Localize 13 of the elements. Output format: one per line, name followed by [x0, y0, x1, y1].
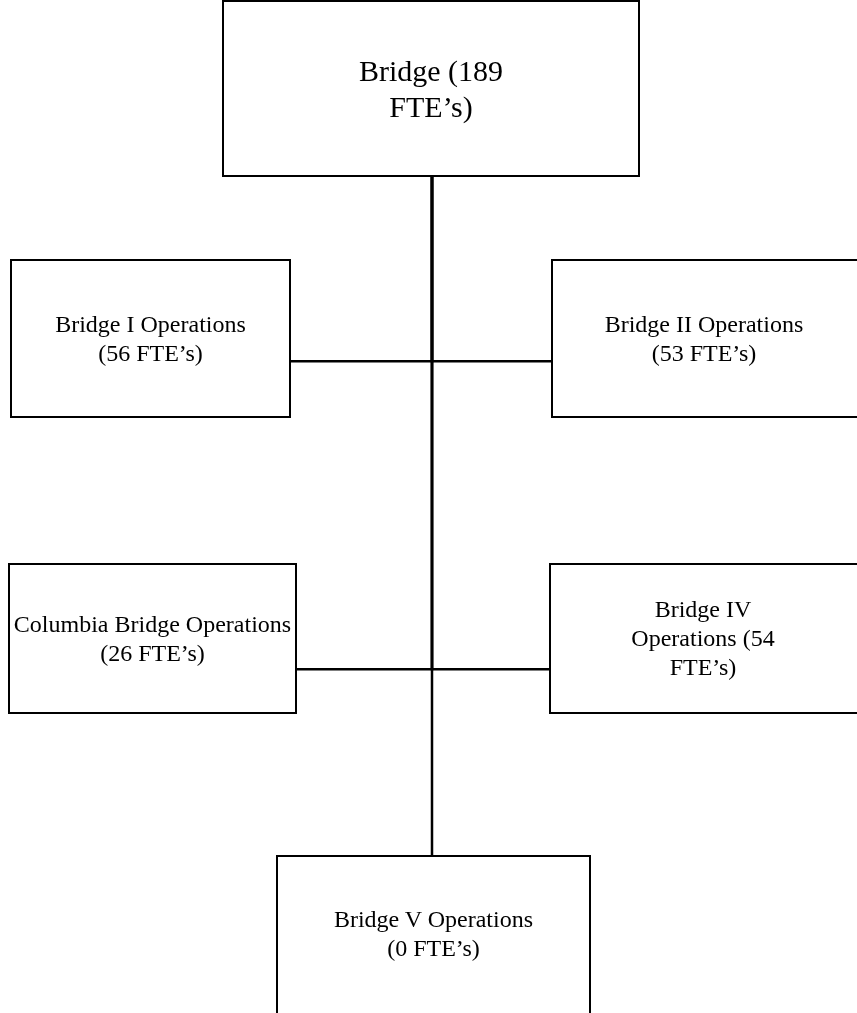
org-box [10, 259, 291, 418]
org-box [276, 855, 591, 1013]
unit-label: Bridge (189 FTE’s) [357, 52, 505, 125]
org-box [549, 563, 857, 714]
unit-label: Columbia Bridge Operations (26 FTE’s) [12, 609, 293, 668]
connector-line [430, 177, 434, 855]
unit-label: Bridge IV Operations (54 FTE’s) [630, 595, 776, 682]
unit-label: Bridge II Operations (53 FTE’s) [604, 309, 804, 368]
unit-label: Bridge I Operations (56 FTE’s) [54, 309, 247, 368]
org-box [551, 259, 857, 418]
org-box [222, 0, 640, 177]
unit-label: Bridge V Operations (0 FTE’s) [333, 905, 534, 963]
org-box [8, 563, 297, 714]
